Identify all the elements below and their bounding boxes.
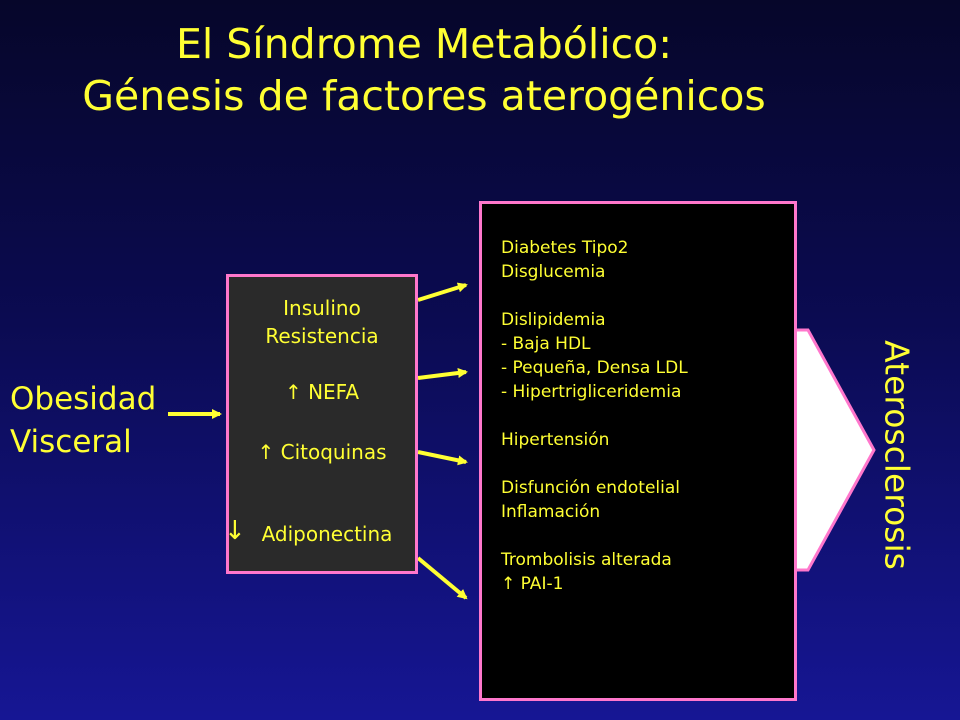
factor-item xyxy=(501,404,688,428)
big-outcome-arrow-icon xyxy=(792,328,876,572)
factor-item: Disglucemia xyxy=(501,262,606,282)
obesidad-visceral-label: Obesidad Visceral xyxy=(10,378,156,464)
factor-item: Inflamación xyxy=(501,502,601,522)
obesidad-line-1: Obesidad xyxy=(10,381,157,417)
factor-item: - Hipertrigliceridemia xyxy=(501,382,682,402)
title-line-2: Génesis de factores aterogénicos xyxy=(82,72,766,120)
factor-item: Disfunción endotelial xyxy=(501,478,680,498)
factor-item xyxy=(501,524,688,548)
arrow-to-trombolisis xyxy=(416,556,468,600)
mechanism-box xyxy=(226,274,418,574)
aterosclerosis-label: Aterosclerosis xyxy=(875,330,919,580)
insulino-label: Insulino xyxy=(283,296,361,320)
factor-item: Trombolisis alterada xyxy=(501,550,672,570)
title-line-1: El Síndrome Metabólico: xyxy=(175,20,673,68)
citoquinas-label: ↑ Citoquinas xyxy=(257,440,387,464)
obesidad-line-2: Visceral xyxy=(10,424,132,460)
adiponectina-label: Adiponectina xyxy=(261,522,393,546)
factor-item: - Baja HDL xyxy=(501,334,591,354)
arrow-to-diabetes xyxy=(417,282,468,302)
aterosclerosis-text: Aterosclerosis xyxy=(877,340,917,570)
factor-item: ↑ PAI-1 xyxy=(501,574,564,594)
factor-item: Dislipidemia xyxy=(501,310,606,330)
slide-title: El Síndrome Metabólico: Génesis de facto… xyxy=(0,18,848,122)
factor-item xyxy=(501,284,688,308)
atherogenic-factors-box xyxy=(479,201,797,701)
factor-item: Diabetes Tipo2 xyxy=(501,238,629,258)
arrow-to-hipertension xyxy=(417,450,468,466)
factor-item: - Pequeña, Densa LDL xyxy=(501,358,688,378)
nefa-label: ↑ NEFA xyxy=(284,380,360,404)
arrow-to-dislipidemia xyxy=(417,368,468,380)
down-arrow-icon: ↓ xyxy=(224,516,246,546)
resistencia-label: Resistencia xyxy=(265,324,379,348)
factor-item xyxy=(501,452,688,476)
factor-item: Hipertensión xyxy=(501,430,610,450)
